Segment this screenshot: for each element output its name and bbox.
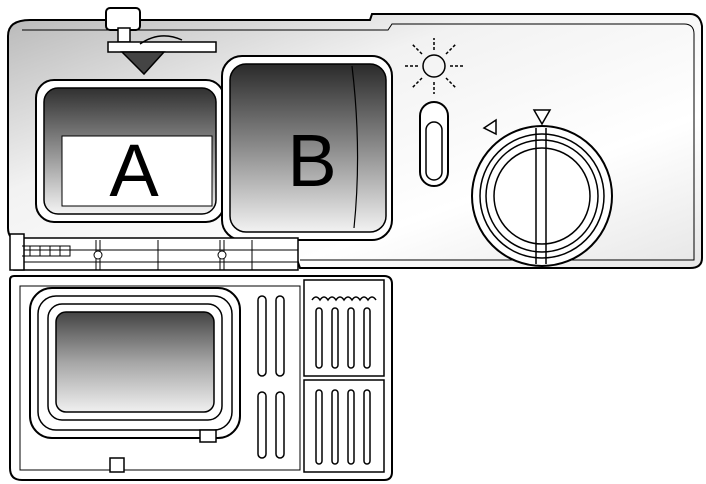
lid-vent-slots [257, 295, 285, 459]
triangle-marker-icon [532, 109, 552, 126]
compartment-b-label: B [287, 119, 336, 202]
compartment-b: B [221, 55, 393, 241]
sun-indicator-icon [404, 38, 464, 94]
dosage-selector-knob [471, 125, 613, 267]
hinge-bar [9, 233, 299, 271]
lid-side-grid [303, 279, 385, 473]
lower-detergent-pocket [29, 287, 241, 473]
compartment-a-label: A [109, 129, 159, 212]
compartment-a: A [35, 79, 225, 223]
triangle-marker-left-icon [482, 118, 497, 136]
level-indicator-window [419, 101, 449, 187]
latch [105, 7, 217, 76]
